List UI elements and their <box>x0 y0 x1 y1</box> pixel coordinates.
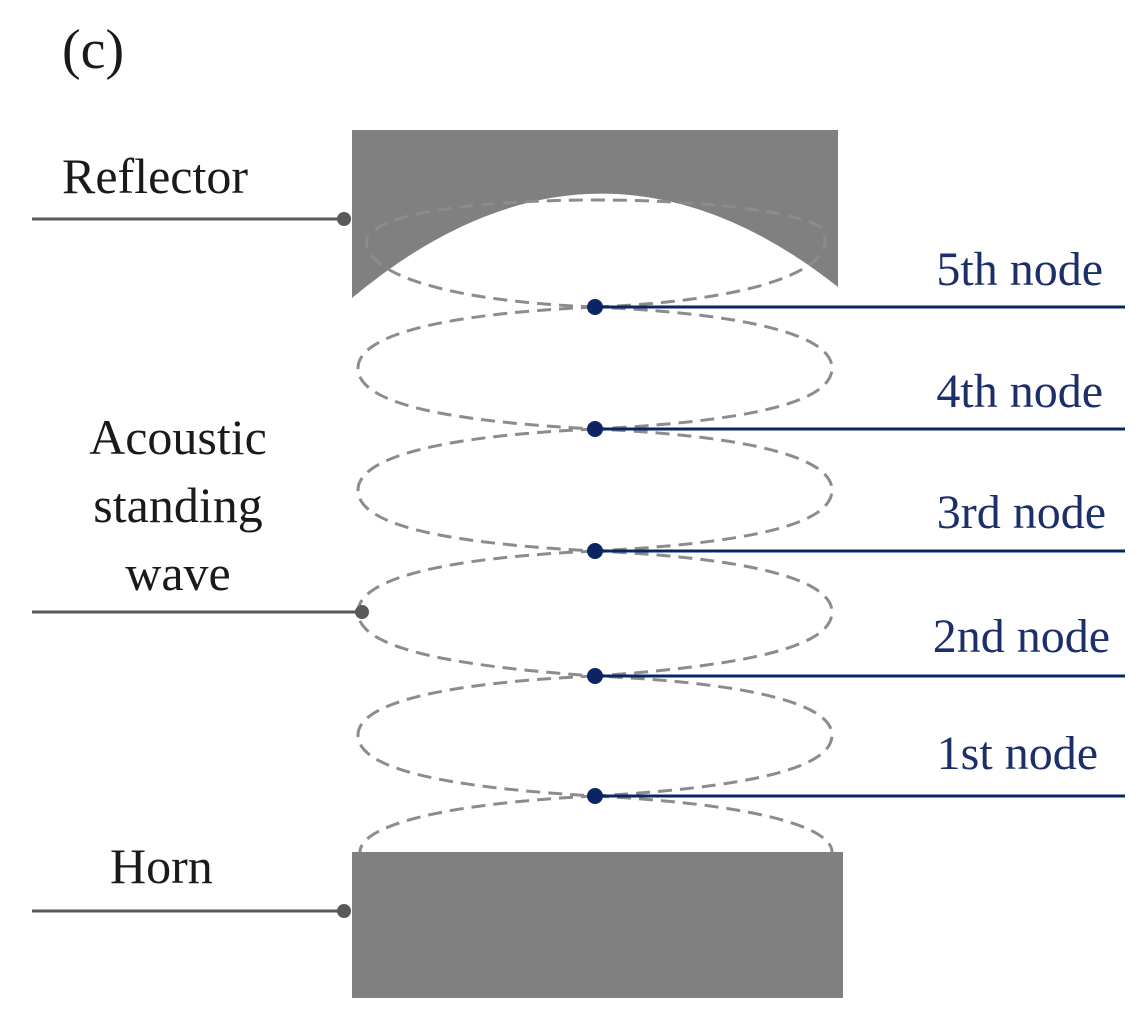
reflector-leader-dot <box>337 212 351 226</box>
node-leaders <box>587 299 1125 804</box>
wave-lobe-1 <box>356 674 834 798</box>
node-2-dot <box>587 668 603 684</box>
wave-lobe-bottom <box>358 794 834 853</box>
wave-label-line1: Acoustic <box>89 409 267 465</box>
wave-label-line2: standing <box>93 477 262 533</box>
node-5-label: 5th node <box>936 243 1103 296</box>
node-1-label: 1st node <box>937 727 1098 780</box>
node-3-dot <box>587 543 603 559</box>
panel-label: (c) <box>62 19 124 81</box>
horn-leader-dot <box>337 904 351 918</box>
horn-label: Horn <box>110 838 213 894</box>
wave-lobe-2 <box>356 549 834 678</box>
wave-lobe-3 <box>356 427 834 553</box>
node-3-label: 3rd node <box>937 486 1106 539</box>
wave-leader-dot <box>355 605 369 619</box>
reflector-label: Reflector <box>62 148 248 204</box>
horn-block <box>352 852 843 998</box>
standing-wave-envelope <box>356 198 834 853</box>
wave-lobe-top <box>365 234 827 309</box>
node-4-dot <box>587 421 603 437</box>
node-2-label: 2nd node <box>933 610 1110 663</box>
node-4-label: 4th node <box>936 365 1103 418</box>
wave-lobe-top-inner <box>374 198 827 232</box>
node-5-dot <box>587 299 603 315</box>
reflector-block <box>352 130 838 298</box>
wave-label-line3: wave <box>125 545 231 601</box>
wave-lobe-4 <box>356 305 834 431</box>
left-leaders <box>32 212 369 918</box>
node-1-dot <box>587 788 603 804</box>
